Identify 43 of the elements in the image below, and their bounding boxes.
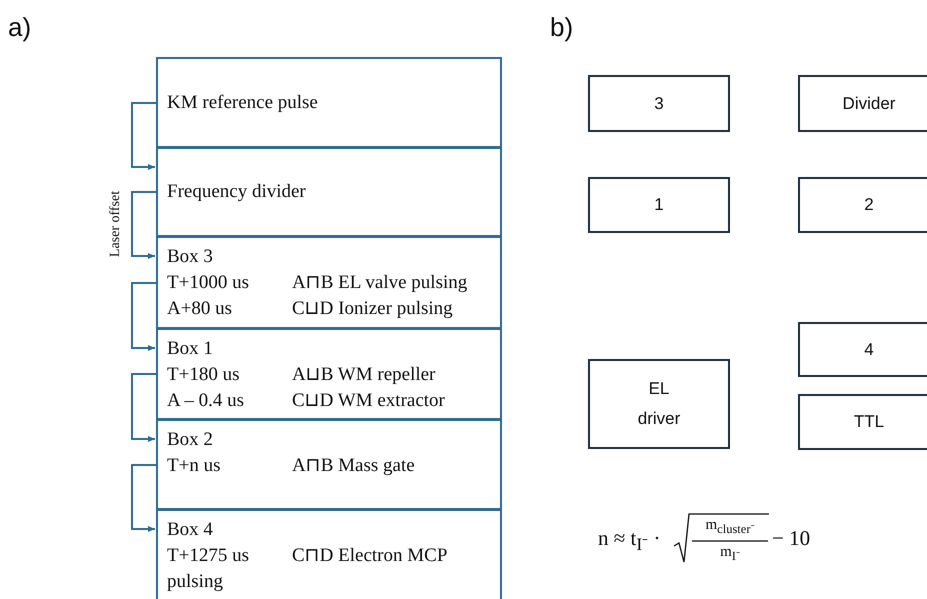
module-box (798, 394, 927, 450)
box-label: Divider (842, 94, 896, 114)
box-label: EL driver (636, 378, 682, 430)
timing-line: T+1000 us A⊓B EL valve pulsing (167, 271, 468, 295)
module-box (798, 322, 927, 377)
box-label: KM reference pulse (167, 92, 318, 114)
formula-text: m$_{I⁻}$ (719, 544, 741, 564)
formula-text: − 10 (772, 526, 810, 551)
box-label: 4 (864, 340, 874, 360)
box-heading: Box 1 (167, 337, 214, 361)
connector-arrow (131, 191, 156, 259)
connector-arrow (131, 282, 156, 351)
timing-line: T+1275 us C⊓D Electron MCP pulsing (167, 544, 448, 594)
module-box (588, 75, 730, 132)
module-box (588, 177, 730, 233)
timing-box (156, 509, 502, 599)
box-label: 3 (654, 94, 664, 114)
box-label: Frequency divider (167, 181, 306, 203)
box-heading: Box 4 (167, 518, 214, 542)
box-label: 1 (654, 195, 664, 215)
panel-label: b) (550, 12, 574, 43)
timing-box (156, 328, 502, 420)
formula-text: n ≈ t$_{I⁻}$ · (598, 526, 660, 556)
connector-arrow (131, 102, 156, 170)
box-label: TTL (854, 412, 884, 432)
connector-arrow (131, 373, 156, 442)
timing-box (156, 236, 502, 329)
connector-arrow (131, 464, 156, 532)
timing-line: A+80 us C⊔D Ionizer pulsing (167, 297, 454, 321)
box-label: 2 (864, 195, 874, 215)
formula-text: m$_{cluster⁻}$ (704, 517, 756, 537)
timing-box (156, 419, 502, 510)
module-box (588, 359, 730, 449)
signal-box (156, 147, 502, 237)
box-heading: Box 2 (167, 428, 214, 452)
signal-box (156, 57, 502, 148)
timing-line: T+n us A⊓B Mass gate (167, 454, 416, 478)
timing-line: A – 0.4 us C⊔D WM extractor (167, 389, 446, 413)
module-box (798, 75, 927, 132)
timing-line: T+180 us A⊔B WM repeller (167, 363, 436, 387)
panel-label: a) (8, 12, 32, 43)
box-heading: Box 3 (167, 245, 214, 269)
module-box (798, 177, 927, 233)
